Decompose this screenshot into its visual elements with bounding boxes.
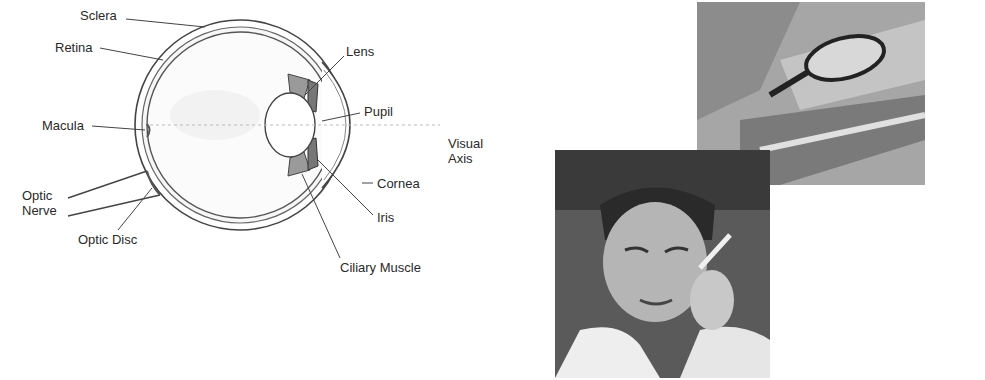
part-label: Macula [42, 118, 84, 133]
photo-ground [555, 150, 770, 378]
photo-highlight [760, 115, 925, 150]
part-label: Optic Nerve [22, 188, 64, 218]
optic-nerve-line [68, 195, 160, 216]
part-label: Visual Axis [448, 136, 496, 166]
leader-line [118, 188, 152, 230]
part-label: Cornea [377, 176, 420, 191]
magnifier-glass [801, 28, 889, 87]
eye-mark [625, 248, 648, 252]
leader-line [100, 48, 163, 60]
leader-line [302, 174, 340, 258]
coat-shape [555, 327, 660, 378]
leader-line [126, 19, 205, 27]
coat-shape [680, 327, 770, 378]
photo-man [555, 150, 770, 378]
part-label: Retina [55, 40, 93, 55]
instrument-shape [700, 235, 730, 268]
macula-mark [147, 124, 150, 137]
mouth-mark [640, 300, 672, 304]
magnifier-handle [770, 72, 808, 95]
leader-line [322, 113, 360, 121]
part-label: Sclera [80, 8, 117, 23]
leader-line [362, 183, 373, 184]
visual-axis-line [150, 125, 440, 126]
leader-line [318, 160, 373, 215]
leader-line [305, 56, 344, 95]
part-label: Ciliary Muscle [340, 260, 421, 275]
part-label: Iris [377, 210, 394, 225]
part-label: Pupil [364, 104, 393, 119]
optic-nerve-line [68, 171, 147, 198]
photo-fold [780, 20, 925, 110]
leader-line [92, 126, 145, 130]
part-label: Optic Disc [78, 232, 137, 247]
eye-mark [665, 248, 688, 252]
hand-shape [690, 270, 734, 330]
part-label: Lens [346, 44, 374, 59]
vitreous-shading [170, 90, 260, 140]
